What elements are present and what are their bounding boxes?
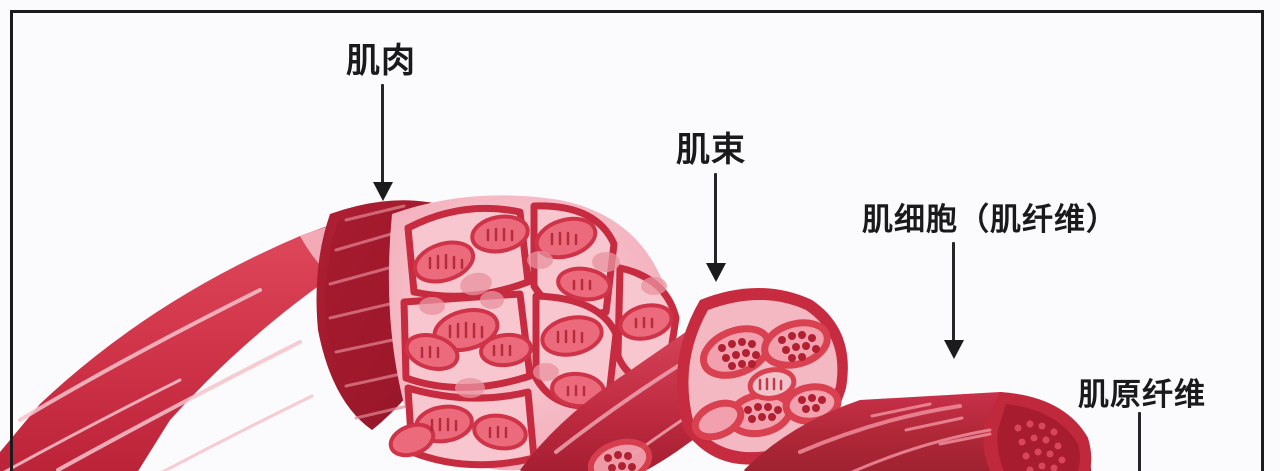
leader-shaft bbox=[381, 84, 384, 184]
arrowhead-icon bbox=[373, 182, 393, 201]
label-muscle: 肌肉 bbox=[346, 41, 416, 81]
arrowhead-icon bbox=[706, 263, 726, 282]
fascicle-fiber-cells bbox=[691, 319, 842, 441]
muscle-fiber-cylinder bbox=[744, 392, 1092, 471]
isolated-fascicle bbox=[520, 288, 848, 471]
arrowhead-icon bbox=[944, 340, 964, 359]
leader-shaft bbox=[714, 173, 717, 265]
foreground-fiber-fragments bbox=[587, 438, 653, 471]
label-muscle-cell: 肌细胞（肌纤维） bbox=[862, 202, 1118, 238]
label-myofibril: 肌原纤维 bbox=[1078, 377, 1206, 413]
muscle-fiber-cells bbox=[388, 214, 674, 458]
label-fascicle: 肌束 bbox=[676, 130, 746, 170]
leader-shaft bbox=[952, 242, 955, 342]
leader-shaft bbox=[1138, 412, 1141, 471]
